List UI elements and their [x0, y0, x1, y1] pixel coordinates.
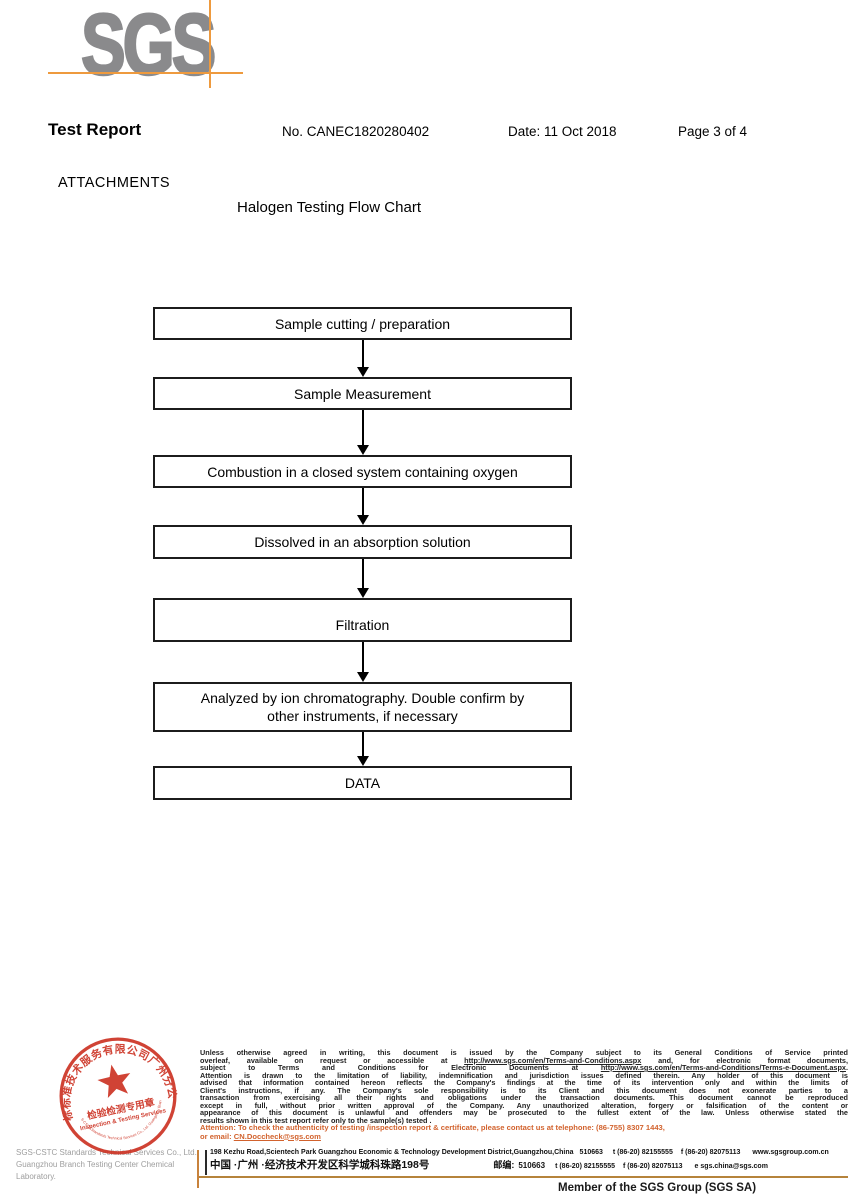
disclaimer-line: except in full, without prior written ap… [200, 1100, 848, 1110]
inspection-stamp: 通标标准技术服务有限公司广州分公司 SGS-CSTC Standards Tec… [44, 1022, 180, 1155]
flow-step-dissolved: Dissolved in an absorption solution [153, 525, 572, 559]
disclaimer-text: overleaf, available on request or access… [200, 1055, 465, 1065]
disclaimer-text: transaction from exercising all their ri… [200, 1093, 848, 1102]
disclaimer-text: subject to Terms and Conditions for Elec… [200, 1063, 601, 1072]
email-link[interactable]: e sgs.china@sgs.com [695, 1163, 768, 1170]
attention-line2: or email: CN.Doccheck@sgs.com [200, 1131, 848, 1142]
address-divider [205, 1150, 207, 1175]
terms-link[interactable]: http://www.sgs.com/en/Terms-and-Conditio… [464, 1055, 642, 1065]
disclaimer-line: Attention is drawn to the limitation of … [200, 1070, 848, 1080]
sgs-logo: SGS [80, 0, 217, 93]
arrow-shaft [361, 559, 364, 589]
star-icon [97, 1064, 131, 1098]
arrow-down-icon [356, 672, 369, 682]
flow-arrow [356, 488, 369, 525]
disclaimer-text: Unless otherwise agreed in writing, this… [200, 1048, 848, 1057]
fax: f (86-20) 82075113 [680, 1149, 741, 1156]
address-row-cn: 中国 ·广州 ·经济技术开发区科学城科珠路198号 邮编: 510663 t (… [210, 1157, 848, 1172]
arrow-down-icon [356, 756, 369, 766]
disclaimer-text: except in full, without prior written ap… [200, 1100, 848, 1110]
flow-arrow [356, 642, 369, 682]
flow-arrow [356, 732, 369, 766]
terms-link[interactable]: http://www.sgs.com/en/Terms-and-Conditio… [600, 1063, 846, 1072]
arrow-shaft [361, 340, 364, 368]
arrow-shaft [361, 488, 364, 516]
attention-note: Attention: To check the authenticity of … [200, 1123, 848, 1142]
company-name-line2: Guangzhou Branch Testing Center Chemical… [16, 1160, 175, 1181]
postal-label-cn: 邮编: [493, 1160, 515, 1170]
disclaimer-line: appearance of this document is unlawful … [200, 1109, 848, 1117]
logo-crosshair-vertical [209, 0, 211, 88]
postal-code: 510663 [518, 1161, 546, 1170]
doccheck-email-link[interactable]: CN.Doccheck@sgs.com [233, 1131, 321, 1141]
disclaimer-line: overleaf, available on request or access… [200, 1055, 848, 1065]
email-prefix: e [694, 1163, 699, 1170]
disclaimer-line: Unless otherwise agreed in writing, this… [200, 1049, 848, 1057]
disclaimer-text: advised that information contained hereo… [200, 1078, 848, 1087]
arrow-down-icon [356, 445, 369, 455]
address-block: 198 Kezhu Road,Scientech Park Guangzhou … [210, 1149, 848, 1172]
email-address: sgs.china@sgs.com [700, 1163, 768, 1170]
stamp-ring [59, 1037, 177, 1155]
arrow-shaft [361, 642, 364, 673]
disclaimer-text: and, for electronic format documents, [641, 1055, 848, 1065]
flowchart-title: Halogen Testing Flow Chart [237, 199, 421, 216]
disclaimer-text: appearance of this document is unlawful … [200, 1108, 848, 1117]
flow-step-combustion: Combustion in a closed system containing… [153, 455, 572, 488]
flow-step-sample-measurement: Sample Measurement [153, 377, 572, 410]
footer-crosshair-vertical [197, 1150, 199, 1188]
report-number: No. CANEC1820280402 [282, 124, 430, 139]
logo-crosshair-horizontal [48, 72, 243, 74]
arrow-down-icon [356, 367, 369, 377]
telephone: t (86-20) 82155555 [555, 1163, 615, 1170]
postal-code: 510663 [579, 1149, 603, 1156]
website-link[interactable]: www.sgsgroup.com.cn [752, 1149, 829, 1156]
arrow-shaft [361, 732, 364, 757]
disclaimer-text: results shown in this test report refer … [200, 1115, 432, 1125]
attachments-heading: ATTACHMENTS [58, 175, 171, 191]
disclaimer-line: subject to Terms and Conditions for Elec… [200, 1064, 848, 1072]
disclaimer-line: results shown in this test report refer … [200, 1115, 848, 1125]
address-en: 198 Kezhu Road,Scientech Park Guangzhou … [210, 1149, 574, 1156]
disclaimer-line: Client's instructions, if any. The Compa… [200, 1085, 848, 1095]
disclaimer: Unless otherwise agreed in writing, this… [200, 1049, 848, 1124]
disclaimer-text: Client's instructions, if any. The Compa… [200, 1085, 848, 1095]
address-row-en: 198 Kezhu Road,Scientech Park Guangzhou … [210, 1149, 848, 1156]
arrow-down-icon [356, 588, 369, 598]
footer-rule [199, 1176, 848, 1178]
flow-arrow [356, 340, 369, 377]
member-note: Member of the SGS Group (SGS SA) [558, 1182, 757, 1194]
fax: f (86-20) 82075113 [623, 1163, 683, 1170]
address-cn: 中国 ·广州 ·经济技术开发区科学城科珠路198号 [210, 1159, 430, 1171]
flow-arrow [356, 559, 369, 598]
arrow-down-icon [356, 515, 369, 525]
page-indicator: Page 3 of 4 [678, 124, 748, 139]
disclaimer-line: advised that information contained hereo… [200, 1079, 848, 1087]
report-date: Date: 11 Oct 2018 [508, 124, 617, 139]
telephone: t (86-20) 82155555 [612, 1149, 673, 1156]
flow-step-analyzed: Analyzed by ion chromatography. Double c… [153, 682, 572, 732]
flow-step-filtration: Filtration [153, 598, 572, 642]
attention-email-prefix: or email: [200, 1131, 234, 1141]
attention-line1: Attention: To check the authenticity of … [200, 1123, 665, 1132]
report-title: Test Report [48, 120, 142, 139]
disclaimer-text: Attention is drawn to the limitation of … [200, 1070, 848, 1080]
arrow-shaft [361, 410, 364, 446]
disclaimer-text: . [845, 1063, 848, 1072]
flow-step-sample-cutting: Sample cutting / preparation [153, 307, 572, 340]
disclaimer-line: transaction from exercising all their ri… [200, 1094, 848, 1102]
flow-step-data: DATA [153, 766, 572, 800]
flow-arrow [356, 410, 369, 455]
